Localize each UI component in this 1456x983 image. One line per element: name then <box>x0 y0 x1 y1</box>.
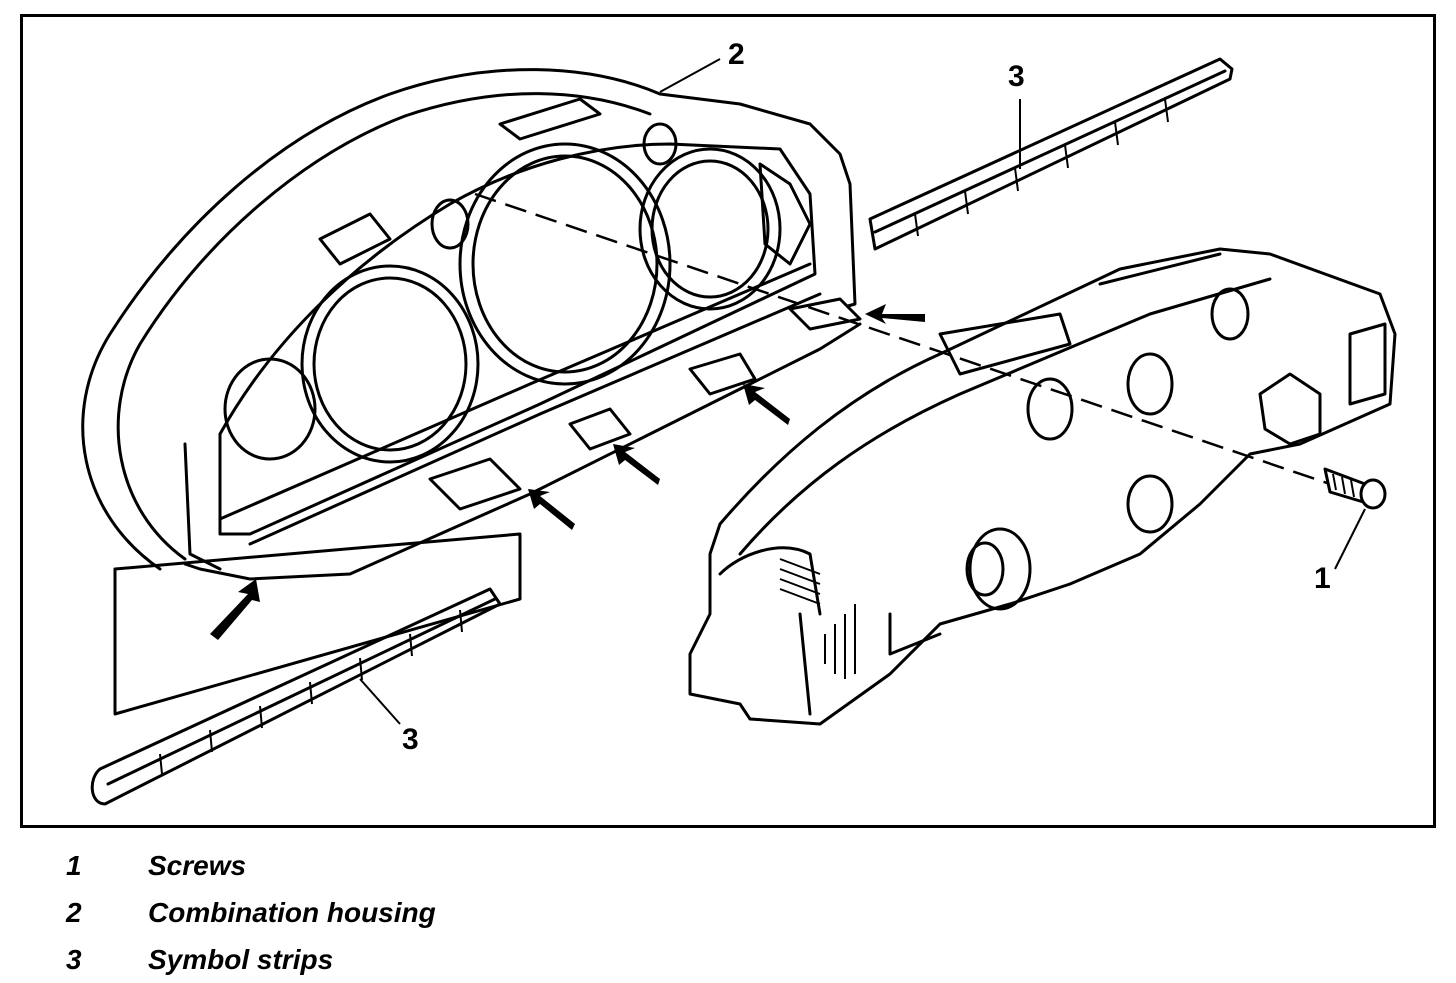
callout-2-leader <box>659 58 721 93</box>
legend-row: 1 Screws <box>66 842 766 889</box>
callout-1: 1 <box>1314 562 1331 595</box>
symbol-strip-lower <box>90 587 502 806</box>
legend-row: 2 Combination housing <box>66 889 766 936</box>
screw <box>1323 467 1387 570</box>
legend-row: 3 Symbol strips <box>66 936 766 983</box>
exploded-diagram-frame: 2 3 3 1 <box>20 14 1436 828</box>
legend-number: 1 <box>66 849 82 881</box>
symbol-strip-upper <box>868 57 1234 251</box>
callout-3b: 3 <box>402 723 419 756</box>
callout-2: 2 <box>728 38 745 71</box>
legend-text: Symbol strips <box>148 943 334 975</box>
legend-number: 2 <box>66 896 82 928</box>
legend: 1 Screws 2 Combination housing 3 Symbol … <box>66 842 766 983</box>
alignment-line <box>474 192 1331 486</box>
legend-text: Screws <box>148 849 247 881</box>
legend-number: 3 <box>66 943 82 975</box>
insertion-arrows <box>210 304 925 640</box>
legend-text: Combination housing <box>148 896 436 928</box>
callout-3a: 3 <box>1008 60 1025 93</box>
combination-housing <box>81 68 862 716</box>
instrument-cluster-exploded-view: 2 3 3 1 <box>20 14 1436 828</box>
instrument-cluster-body <box>688 247 1397 726</box>
